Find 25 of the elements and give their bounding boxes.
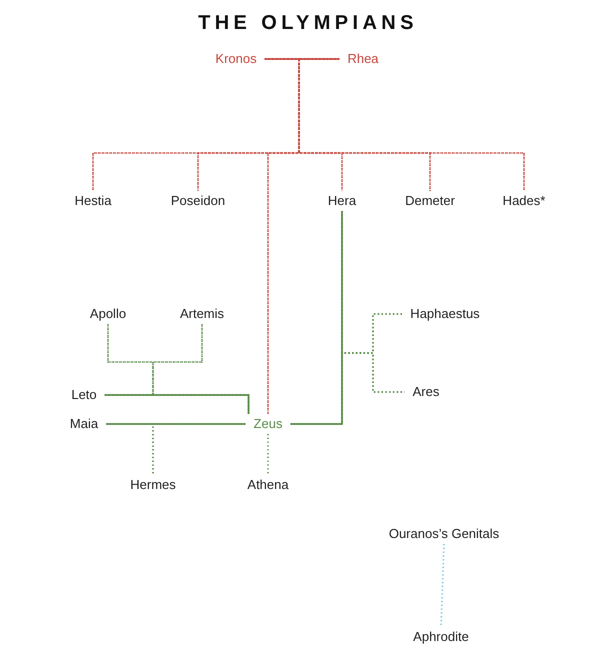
name-label: Hades* <box>494 191 554 211</box>
descent-line <box>267 434 269 475</box>
diagram-title: THE OLYMPIANS <box>197 11 419 36</box>
name-label: Zeus <box>246 414 290 434</box>
name-label: Ouranos’s Genitals <box>380 524 508 544</box>
name-label: Demeter <box>397 191 463 211</box>
marriage-line <box>264 58 340 60</box>
name-label: Artemis <box>172 304 232 324</box>
name-label: Leto <box>63 385 105 405</box>
name-label: Ares <box>404 382 448 402</box>
name-label: Poseidon <box>162 191 234 211</box>
descent-line <box>440 544 445 628</box>
name-label: Haphaestus <box>402 304 488 324</box>
name-label: Aphrodite <box>405 627 477 647</box>
name-label: Apollo <box>82 304 134 324</box>
name-label: Athena <box>239 475 297 495</box>
marriage-line <box>104 394 250 414</box>
name-label: Hera <box>320 191 364 211</box>
marriage-line <box>106 423 246 425</box>
name-label: Hermes <box>122 475 184 495</box>
name-label: Rhea <box>339 49 387 69</box>
name-label: Kronos <box>207 49 265 69</box>
marriage-line <box>290 211 343 425</box>
name-label: Maia <box>62 414 106 434</box>
name-label: Hestia <box>66 191 120 211</box>
